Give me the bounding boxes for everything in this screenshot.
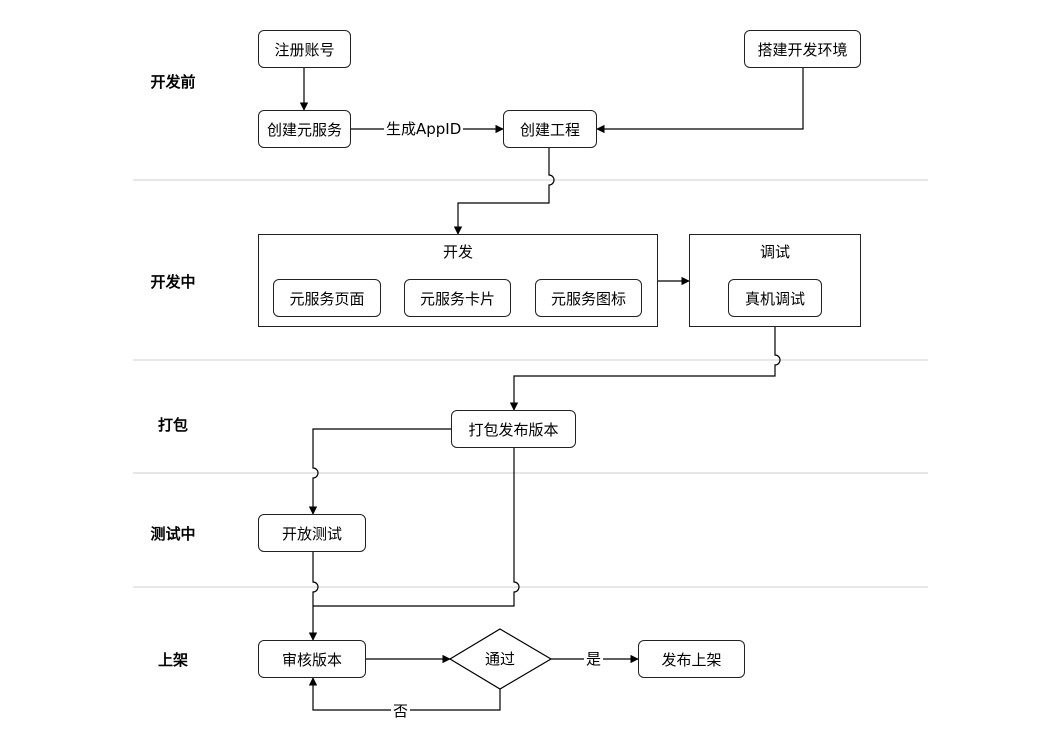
lane-label-pre-dev: 开发前 [150,73,196,91]
lane-label-dev: 开发中 [150,273,196,291]
lane-separators [133,179,928,588]
edge-label-gen-appid: 生成AppID [384,120,464,138]
group-dev-title: 开发 [442,243,473,261]
edge-label-no: 否 [391,702,411,720]
edge-debug-to-package [509,327,781,411]
lane-label-pack: 打包 [157,416,188,434]
node-register[interactable]: 注册账号 [258,30,351,68]
node-service-icon[interactable]: 元服务图标 [535,279,642,317]
node-setup-env[interactable]: 搭建开发环境 [744,30,861,68]
node-service-page[interactable]: 元服务页面 [273,279,381,317]
node-create-project[interactable]: 创建工程 [503,110,597,148]
edge-create-project-to-dev [453,148,555,235]
node-publish[interactable]: 发布上架 [638,640,745,678]
edge-package-to-review [313,448,520,607]
node-service-card[interactable]: 元服务卡片 [404,279,511,317]
decision-diamond[interactable] [448,628,553,690]
node-review-version[interactable]: 审核版本 [258,640,366,678]
decision-pass-label: 通过 [484,650,515,668]
connectors [299,68,804,711]
node-device-debug[interactable]: 真机调试 [728,279,822,317]
lane-label-test: 测试中 [150,525,196,543]
group-debug-title: 调试 [759,243,790,261]
edge-open-test-to-review [308,552,319,641]
edge-env-to-create-project [596,68,804,134]
node-open-test[interactable]: 开放测试 [258,514,366,552]
node-create-service[interactable]: 创建元服务 [258,110,351,148]
edge-package-to-open-test [308,428,451,515]
node-package-release[interactable]: 打包发布版本 [451,410,576,448]
edge-label-yes: 是 [584,650,604,668]
lane-label-release: 上架 [157,651,188,669]
